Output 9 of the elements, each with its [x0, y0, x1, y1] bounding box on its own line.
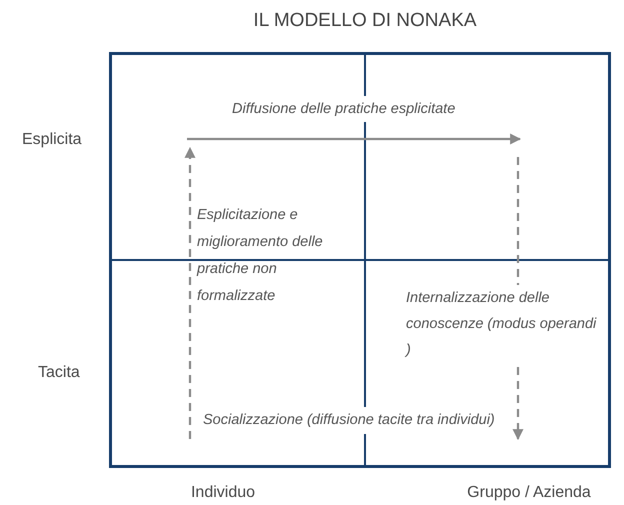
axis-label: Esplicita: [22, 131, 82, 149]
edge-label: Diffusione delle pratiche esplicitate: [232, 96, 456, 122]
edge-label: Esplicitazione e miglioramento delle pratiche non formalizzate: [197, 206, 324, 306]
arrow: [184, 146, 196, 439]
axis-label: Tacita: [38, 364, 80, 382]
title: IL MODELLO DI NONAKA: [252, 10, 478, 32]
arrow: [187, 134, 522, 144]
axis-label: Gruppo / Azienda: [466, 484, 592, 502]
axis-label: Individuo: [190, 484, 256, 502]
